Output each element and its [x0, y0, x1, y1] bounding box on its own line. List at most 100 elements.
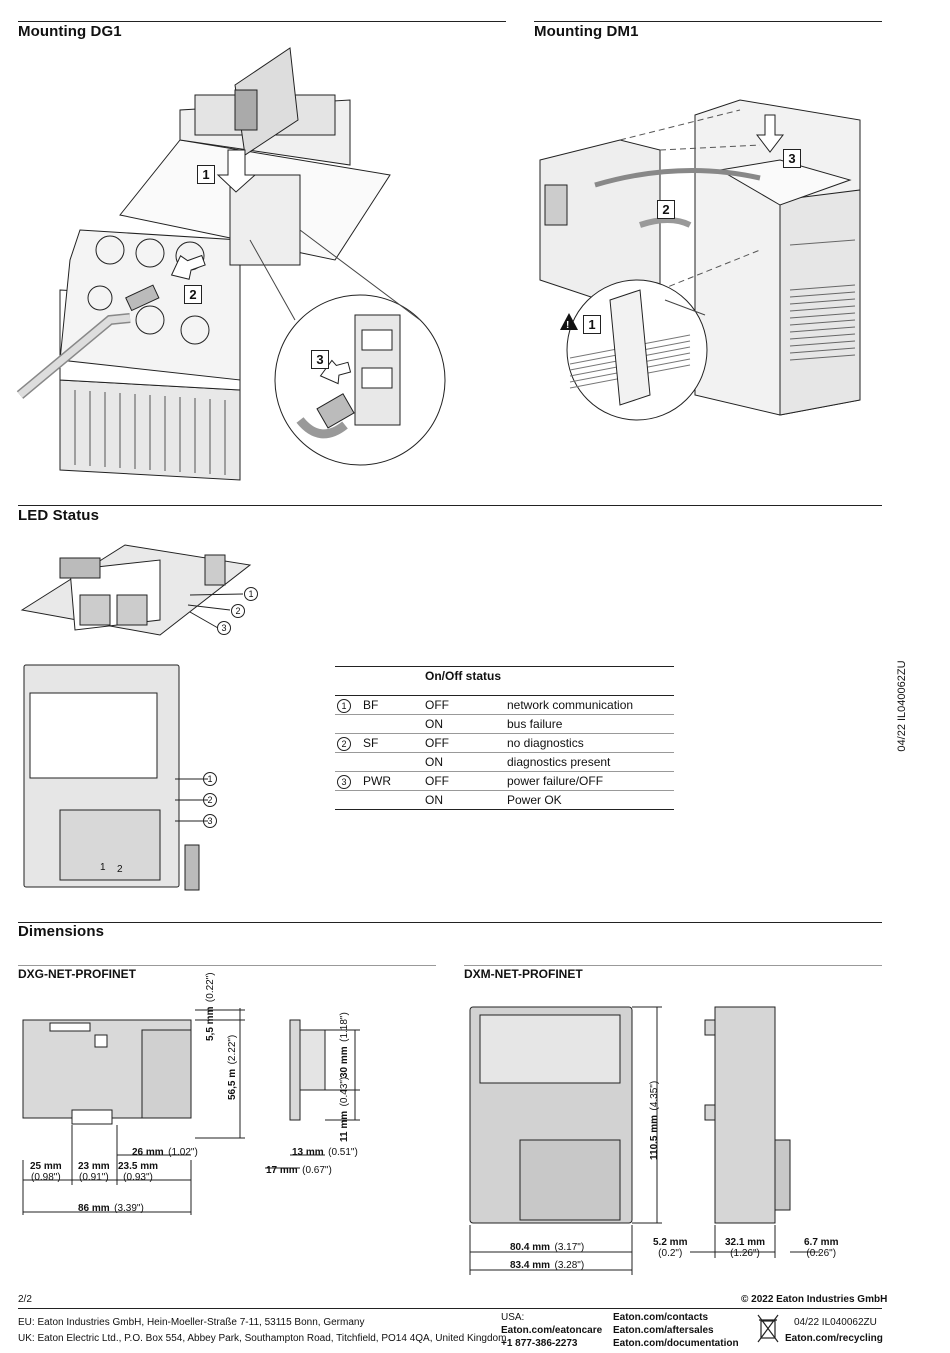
led-callout-3: 3 — [217, 621, 231, 635]
usa-link[interactable]: Eaton.com/eatoncare — [501, 1325, 603, 1336]
dxg-dim-13: 13 mm (0.51") — [292, 1142, 358, 1160]
led-row-state: ON — [425, 755, 443, 769]
led-module-illustrations — [20, 544, 252, 891]
recycling-link[interactable]: Eaton.com/recycling — [785, 1333, 883, 1344]
led-row: ON diagnostics present — [335, 753, 674, 772]
led-row-signal: BF — [363, 698, 379, 712]
dm1-step-1-badge: 1 — [583, 315, 601, 334]
heading-dxm: DXM-NET-PROFINET — [464, 967, 583, 981]
dxm-led-callout-1: 1 — [203, 772, 217, 786]
step-1-badge: 1 — [197, 165, 215, 184]
led-row: 2 SF OFF no diagnostics — [335, 734, 674, 753]
aftersales-link[interactable]: Eaton.com/aftersales — [613, 1325, 714, 1336]
dxg-dim-86: 86 mm (3.39") — [78, 1198, 144, 1216]
rule-dg1 — [18, 21, 506, 22]
dxg-dim-17: 17 mm (0.67") — [266, 1160, 332, 1178]
led-row-number: 1 — [337, 699, 351, 713]
dim-value-inch: (1.02") — [168, 1147, 198, 1158]
dxg-dim-25: 25 mm(0.98") — [30, 1161, 62, 1183]
dxm-dim-5-2: 5.2 mm(0.2") — [653, 1237, 687, 1259]
led-row-state: OFF — [425, 736, 449, 750]
heading-mounting-dg1: Mounting DG1 — [18, 23, 122, 40]
rule-dm1 — [534, 21, 882, 22]
dim-value: 5.2 mm — [653, 1237, 688, 1248]
heading-dxg: DXG-NET-PROFINET — [18, 967, 137, 981]
usa-phone: +1 877-386-2273 — [501, 1338, 578, 1349]
heading-led-status: LED Status — [18, 507, 100, 524]
led-row-meaning: no diagnostics — [507, 736, 584, 750]
led-row: 1 BF OFF network communication — [335, 696, 674, 715]
led-row-signal: SF — [363, 736, 379, 750]
led-row-meaning: power failure/OFF — [507, 774, 604, 788]
rule-dimensions — [18, 922, 882, 923]
led-row-state: OFF — [425, 774, 449, 788]
mounting-dg1-illustration — [16, 47, 446, 481]
dxg-dim-26: 26 mm (1.02") — [132, 1142, 198, 1160]
led-table-header: On/Off status — [425, 669, 502, 683]
dim-value: 26 mm — [132, 1147, 164, 1158]
footer-usa-block: USA: Eaton.com/eatoncare +1 877-386-2273 — [501, 1311, 602, 1350]
dim-value-inch: (3.39") — [114, 1203, 144, 1214]
step-3-badge: 3 — [311, 350, 329, 369]
dim-value-inch: (1.26") — [730, 1248, 760, 1259]
led-row-state: OFF — [425, 698, 449, 712]
led-row-state: ON — [425, 793, 443, 807]
led-callout-2: 2 — [231, 604, 245, 618]
dxm-led-callout-2: 2 — [203, 793, 217, 807]
documentation-link[interactable]: Eaton.com/documentation — [613, 1338, 739, 1349]
footer-uk-address: UK: Eaton Electric Ltd., P.O. Box 554, A… — [18, 1333, 507, 1344]
page-number: 2/2 — [18, 1294, 32, 1305]
dim-value: 23.5 mm — [118, 1161, 159, 1172]
contacts-link[interactable]: Eaton.com/contacts — [613, 1312, 709, 1323]
dim-value: 80.4 mm — [510, 1242, 551, 1253]
dim-value-inch: (0.2") — [658, 1248, 683, 1259]
led-row: ON Power OK — [335, 791, 674, 810]
dim-value-inch: (4.35") — [649, 1080, 660, 1111]
rule-dxg — [18, 965, 436, 966]
led-row-meaning: bus failure — [507, 717, 563, 731]
led-row-signal: PWR — [363, 774, 391, 788]
footer-links: Eaton.com/contacts Eaton.com/aftersales … — [613, 1311, 739, 1350]
led-row: 3 PWR OFF power failure/OFF — [335, 772, 674, 791]
dxg-dimension-drawing — [22, 1008, 360, 1215]
dim-value: 6.7 mm — [804, 1237, 839, 1248]
dim-value-inch: (0.93") — [123, 1172, 153, 1183]
dim-value-inch: (3.28") — [554, 1260, 585, 1271]
footer-eu-address: EU: Eaton Industries GmbH, Hein-Moeller-… — [18, 1317, 365, 1328]
dxm-led-callout-3: 3 — [203, 814, 217, 828]
dxm-dimension-drawing — [469, 1006, 820, 1275]
copyright: © 2022 Eaton Industries GmbH — [741, 1294, 888, 1305]
led-row-state: ON — [425, 717, 443, 731]
dim-value-inch: (0.26") — [806, 1248, 837, 1259]
heading-mounting-dm1: Mounting DM1 — [534, 23, 639, 40]
rule-led — [18, 505, 882, 506]
dim-value: 83.4 mm — [510, 1260, 551, 1271]
dxm-dim-83-4: 83.4 mm (3.28") — [510, 1255, 584, 1273]
led-row-meaning: diagnostics present — [507, 755, 611, 769]
dim-value-inch: (0.91") — [79, 1172, 109, 1183]
slot-label-1: 1 — [100, 862, 106, 873]
dim-value-inch: (0.67") — [302, 1165, 332, 1176]
footer-code: 04/22 IL040062ZU — [794, 1317, 877, 1328]
led-row-number: 3 — [337, 775, 351, 789]
dxg-dim-23: 23 mm(0.91") — [78, 1161, 110, 1183]
led-row-meaning: Power OK — [507, 793, 562, 807]
dim-value: 110.5 mm — [649, 1114, 660, 1160]
dxm-dim-32-1: 32.1 mm(1.26") — [725, 1237, 765, 1259]
dxm-dim-80-4: 80.4 mm (3.17") — [510, 1237, 584, 1255]
dm1-step-3-badge: 3 — [783, 149, 801, 168]
heading-dimensions: Dimensions — [18, 923, 105, 940]
dm1-step-2-badge: 2 — [657, 200, 675, 219]
dim-value: 86 mm — [78, 1203, 110, 1214]
dim-value-inch: (0.51") — [328, 1147, 358, 1158]
led-status-table: On/Off status 1 BF OFF network communica… — [335, 666, 674, 810]
dim-value: 13 mm — [292, 1147, 324, 1158]
dim-value-inch: (3.17") — [554, 1242, 585, 1253]
dim-value-inch: (0.98") — [31, 1172, 61, 1183]
dxm-dim-6-7: 6.7 mm(0.26") — [804, 1237, 838, 1259]
mounting-dm1-illustration: ! — [539, 99, 861, 421]
led-row-number: 2 — [337, 737, 351, 751]
step-2-badge: 2 — [184, 285, 202, 304]
usa-label: USA: — [501, 1312, 525, 1323]
rule-footer — [18, 1308, 882, 1309]
